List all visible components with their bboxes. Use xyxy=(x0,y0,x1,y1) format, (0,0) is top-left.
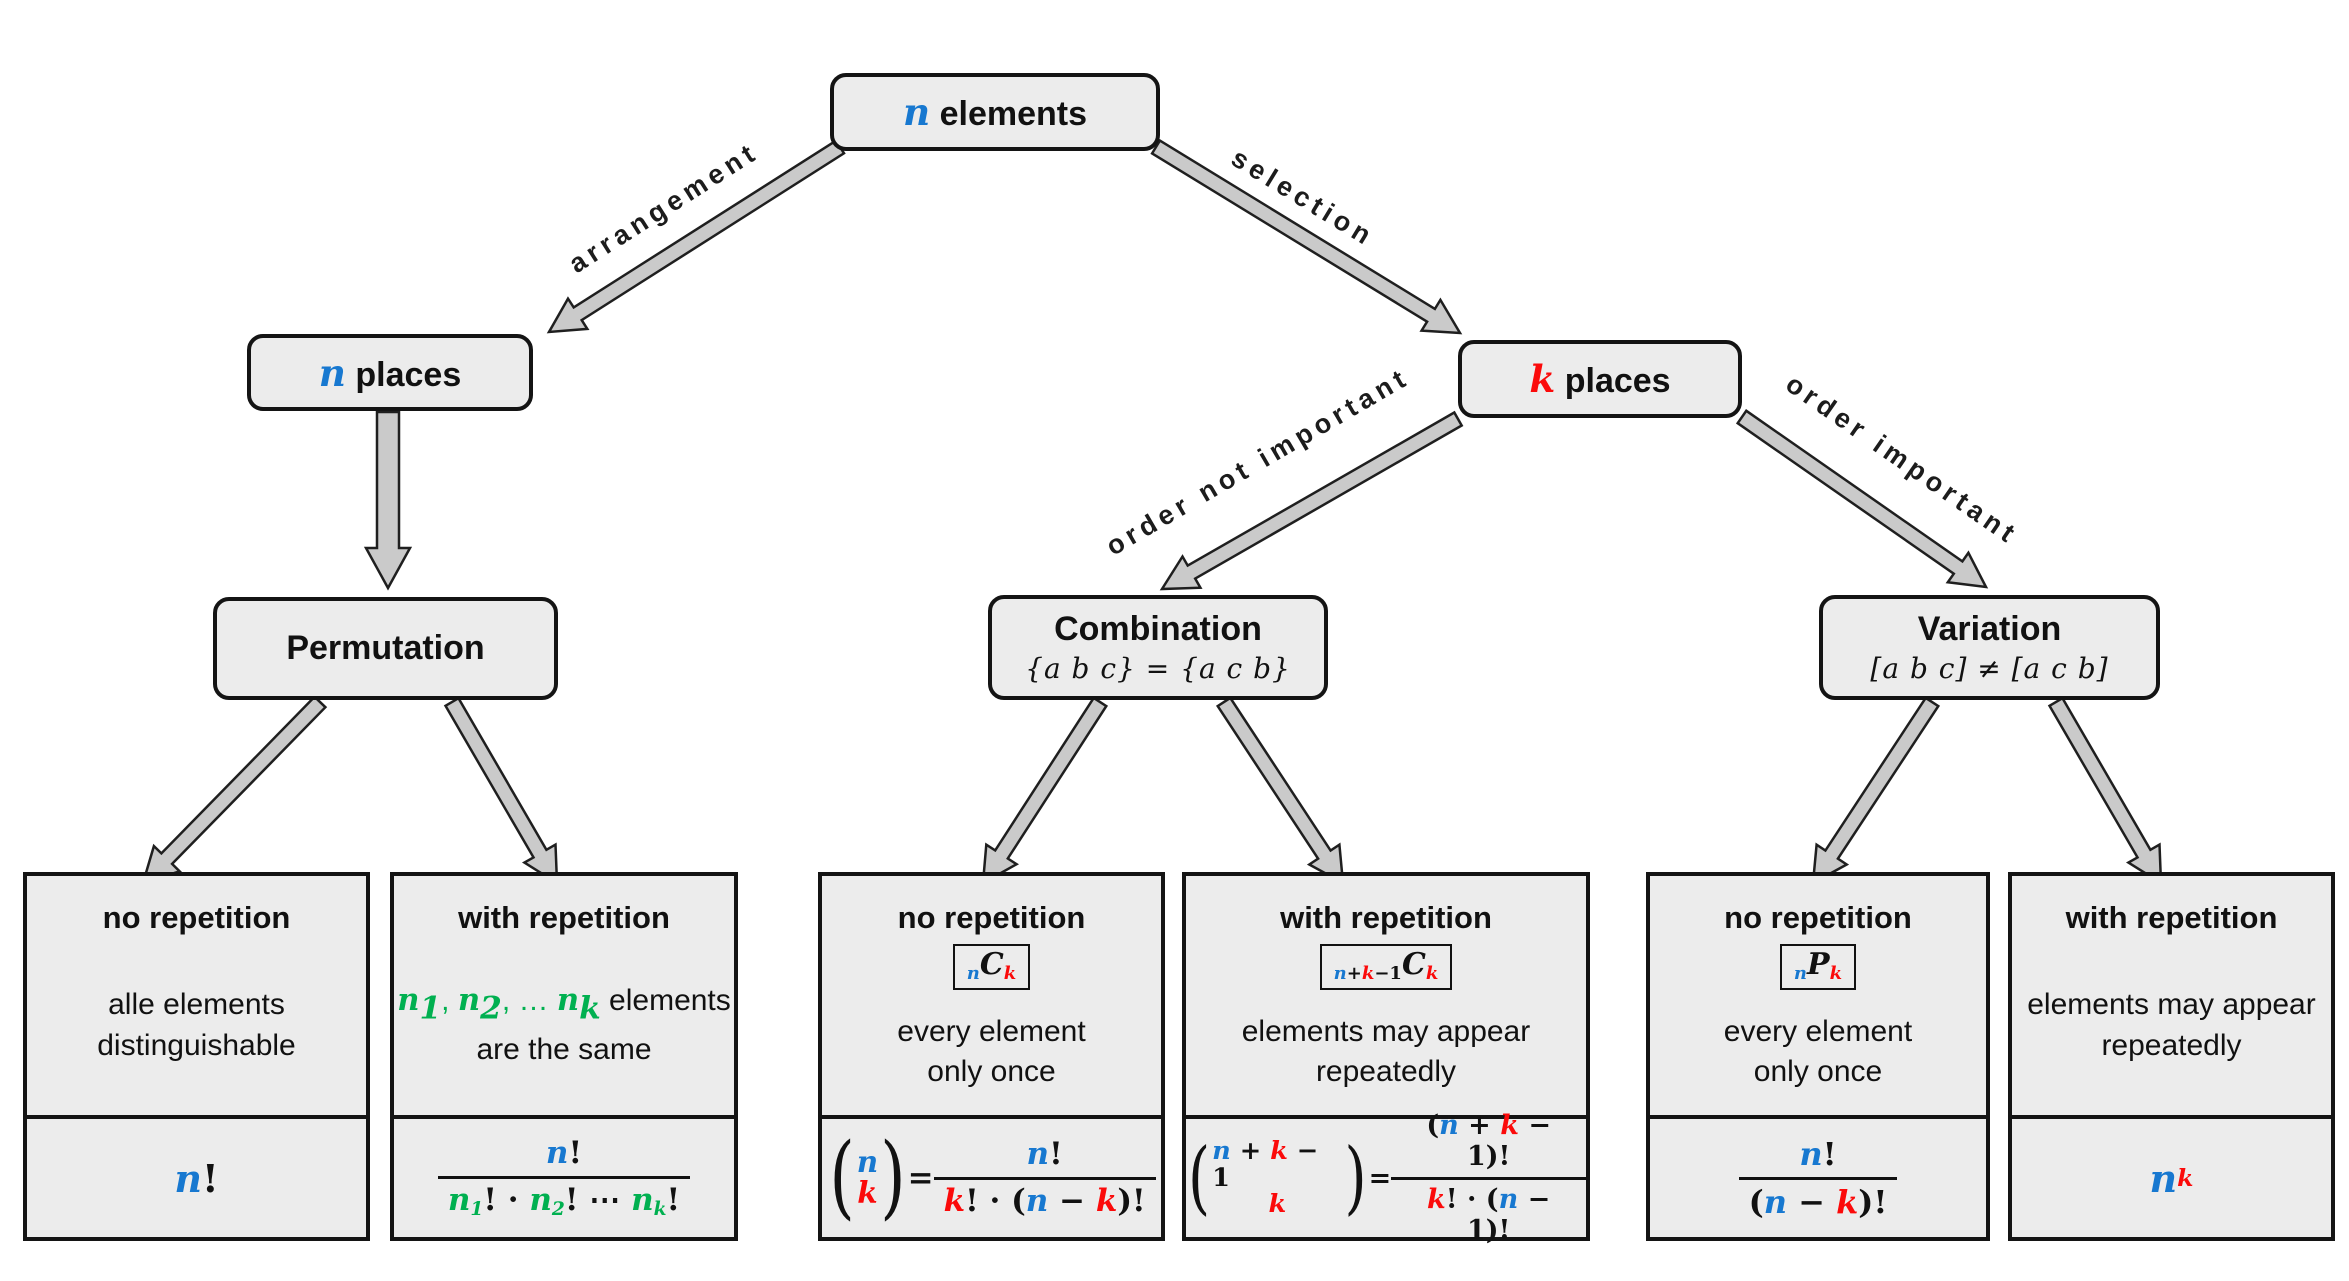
node-variation: Variation [a b c] ≠ [a c b] xyxy=(1819,595,2160,700)
flow-arrow xyxy=(1811,696,1941,886)
node-label: n places xyxy=(318,350,462,395)
notation-badge-nPk: nPk xyxy=(1779,944,1857,990)
flow-arrow xyxy=(2047,696,2163,886)
flow-arrow xyxy=(981,696,1109,886)
flow-arrow xyxy=(141,695,328,885)
leaf-title: no repetition xyxy=(897,900,1086,935)
node-label: Combination xyxy=(1054,610,1262,648)
node-label: n elements xyxy=(902,90,1088,134)
leaf-title: with repetition xyxy=(2065,900,2278,935)
leaf-title: with repetition xyxy=(458,900,670,935)
node-subtitle: [a b c] ≠ [a c b] xyxy=(1870,652,2109,685)
notation-badge-nCk: nCk xyxy=(952,944,1031,990)
node-n-elements: n elements xyxy=(830,73,1160,151)
node-permutation: Permutation xyxy=(213,597,558,700)
flow-arrow xyxy=(1159,410,1464,591)
leaf-formula: n!(n − k)! xyxy=(1650,1115,1986,1237)
flow-arrow xyxy=(443,696,559,886)
flow-arrow xyxy=(1735,409,1989,589)
node-subtitle: {a b c} = {a c b} xyxy=(1025,652,1291,685)
node-label: Permutation xyxy=(286,629,485,667)
leaf-title: with repetition xyxy=(1280,900,1492,935)
flow-arrow xyxy=(363,410,413,591)
node-label: Variation xyxy=(1917,610,2062,648)
leaf-combination-with-repetition: with repetition n+k−1Ck elements may app… xyxy=(1182,872,1590,1246)
flow-arrow xyxy=(1150,138,1463,335)
leaf-title: no repetition xyxy=(1724,900,1912,935)
node-n-places: n places xyxy=(247,334,533,411)
node-label: k places xyxy=(1529,357,1671,401)
flow-arrow xyxy=(546,138,846,334)
notation-badge-n+k-1Ck: n+k−1Ck xyxy=(1319,944,1453,990)
leaf-title: no repetition xyxy=(102,900,291,935)
node-combination: Combination {a b c} = {a c b} xyxy=(988,595,1328,700)
leaf-formula: n! xyxy=(27,1115,366,1237)
leaf-formula: n!n1! · n2! ⋯ nk! xyxy=(394,1115,734,1237)
flow-arrow xyxy=(1215,696,1345,886)
node-k-places: k places xyxy=(1458,340,1742,418)
